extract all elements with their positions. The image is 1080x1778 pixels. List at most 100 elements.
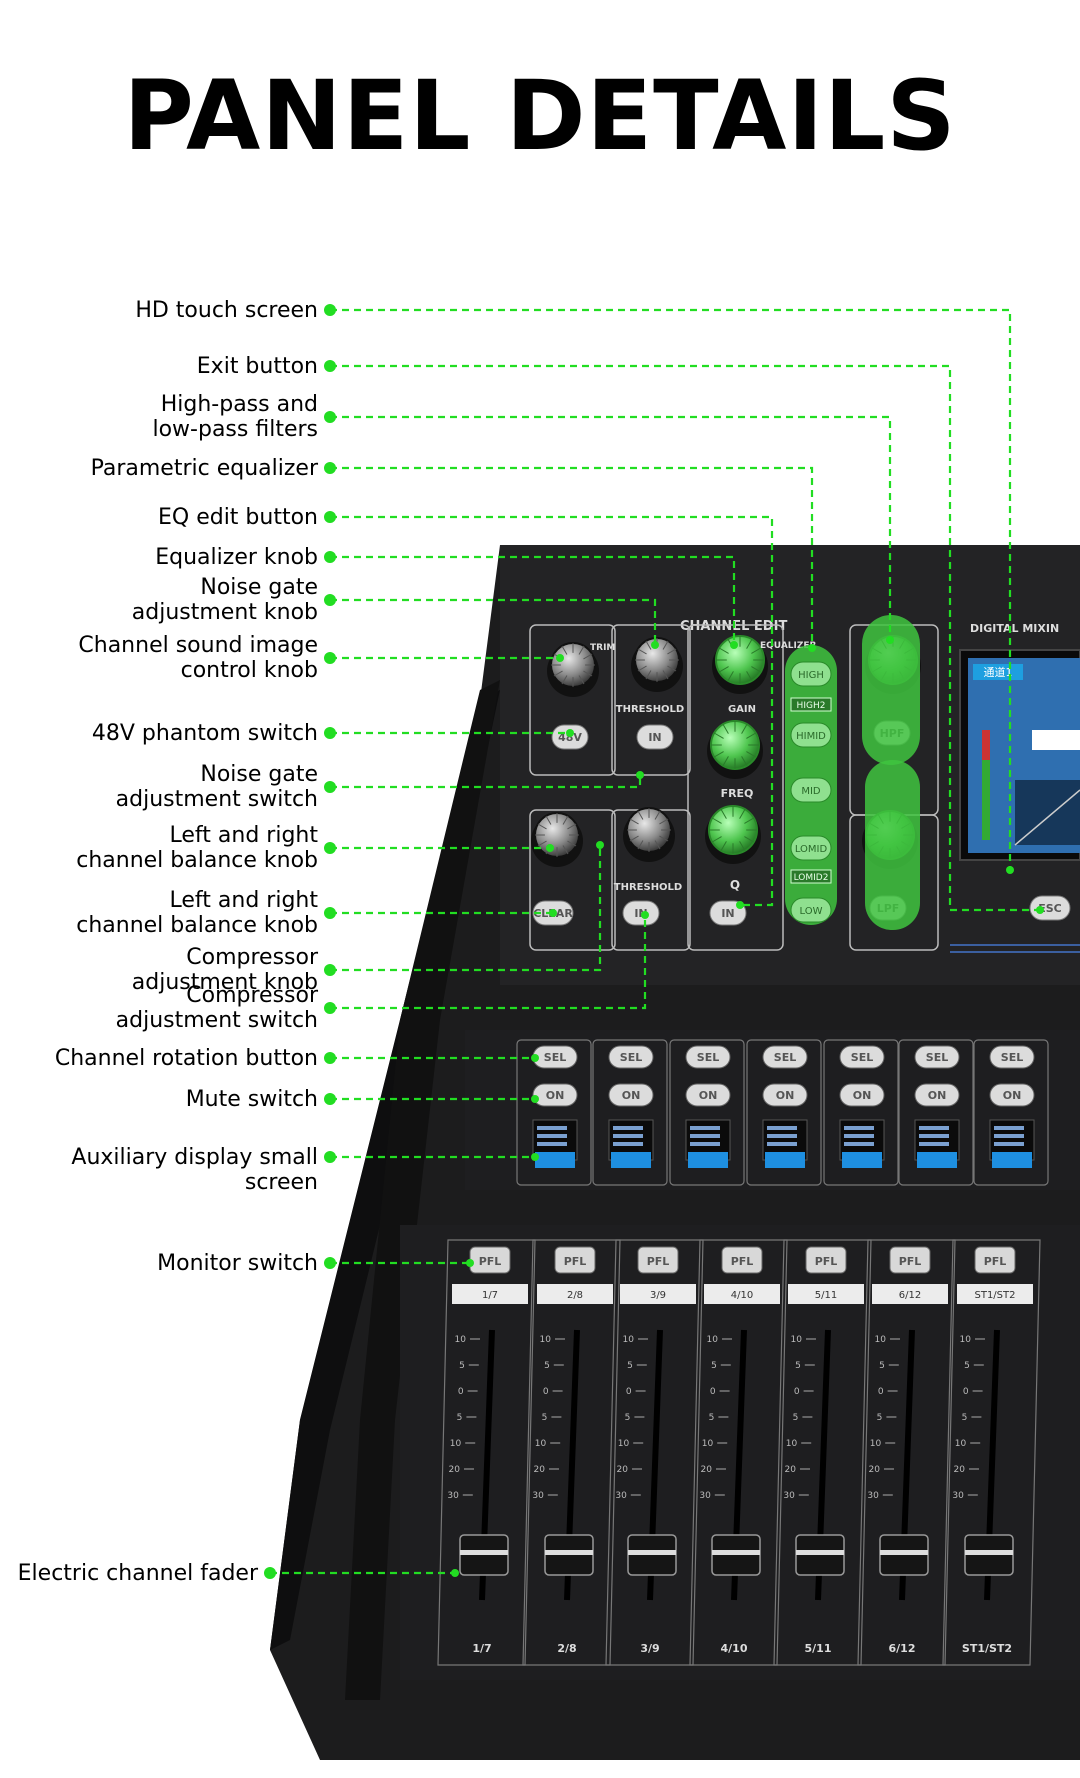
gate-threshold-knob[interactable] <box>631 637 683 692</box>
pfl-button[interactable]: PFL <box>637 1246 679 1274</box>
mute-on-button[interactable]: ON <box>839 1083 885 1107</box>
pfl-button[interactable]: PFL <box>805 1246 847 1274</box>
fader-scale-tick: 0 <box>543 1387 549 1397</box>
channel-name-top: 5/11 <box>815 1290 837 1301</box>
channel-strip: SEL ON <box>746 1039 822 1186</box>
aux-display <box>989 1119 1035 1168</box>
mute-on-button[interactable]: ON <box>685 1083 731 1107</box>
fader-scale-tick: 10 <box>707 1335 719 1345</box>
fader-scale-tick: 30 <box>952 1491 964 1501</box>
callout-label-line: Mute switch <box>185 1086 318 1112</box>
channel-name-bottom: ST1/ST2 <box>962 1642 1012 1655</box>
sel-button[interactable]: SEL <box>685 1045 731 1069</box>
callout-dot <box>324 360 336 372</box>
pan-knob[interactable] <box>531 812 583 867</box>
callout-label-line: Noise gate <box>200 575 318 600</box>
callout-line <box>330 364 1040 912</box>
sel-button[interactable]: SEL <box>839 1045 885 1069</box>
pfl-button[interactable]: PFL <box>554 1246 596 1274</box>
threshold-label: THRESHOLD <box>616 704 684 715</box>
fader-handle[interactable] <box>459 1534 509 1576</box>
fader-scale-tick: 10 <box>702 1439 714 1449</box>
on-label: ON <box>776 1089 795 1102</box>
mute-on-button[interactable]: ON <box>989 1083 1035 1107</box>
fader-handle[interactable] <box>711 1534 761 1576</box>
gate-in-button[interactable]: IN <box>636 724 674 750</box>
sel-button[interactable]: SEL <box>532 1045 578 1069</box>
eq-band-label: LOMID <box>795 844 828 855</box>
callout-target-dot <box>641 911 649 919</box>
eq-band-low[interactable]: LOW <box>790 897 832 923</box>
compressor-threshold-knob[interactable] <box>623 807 675 862</box>
callout-target-dot <box>531 1153 539 1161</box>
callout-target-dot <box>1036 906 1044 914</box>
pfl-button[interactable]: PFL <box>721 1246 763 1274</box>
channel-name-top: 2/8 <box>567 1290 583 1301</box>
eq-band-high2[interactable]: HIGH2 <box>790 697 832 712</box>
eq-band-label: HIMID <box>796 731 826 742</box>
fader-scale-tick: 5 <box>544 1361 550 1371</box>
callout-line <box>330 845 602 972</box>
eq-band-himid[interactable]: HIMID <box>790 722 832 748</box>
eq-q-knob[interactable] <box>705 805 761 864</box>
pfl-button[interactable]: PFL <box>469 1246 511 1274</box>
on-label: ON <box>853 1089 872 1102</box>
eq-band-lomid[interactable]: LOMID <box>790 835 832 861</box>
callout-dot <box>324 1257 336 1269</box>
sel-button[interactable]: SEL <box>989 1045 1035 1069</box>
pfl-label: PFL <box>564 1255 587 1268</box>
callout-dot <box>324 842 336 854</box>
channel-strip: SEL ON <box>823 1039 899 1186</box>
mute-on-button[interactable]: ON <box>532 1083 578 1107</box>
callout-label-line: Compressor <box>186 983 318 1008</box>
compressor-in-button[interactable]: IN <box>622 900 660 926</box>
trim-label: TRIM <box>590 643 615 653</box>
callout-target-dot <box>1006 866 1014 874</box>
channel-name-top: 6/12 <box>899 1290 921 1301</box>
eq-band-high[interactable]: HIGH <box>790 661 832 687</box>
esc-button[interactable]: ESC <box>1029 895 1071 921</box>
fader-handle[interactable] <box>795 1534 845 1576</box>
pfl-button[interactable]: PFL <box>974 1246 1016 1274</box>
callout-dot <box>324 462 336 474</box>
fader-handle[interactable] <box>627 1534 677 1576</box>
pfl-button[interactable]: PFL <box>889 1246 931 1274</box>
callout-target-dot <box>886 636 894 644</box>
callout-label-line: 48V phantom switch <box>91 720 318 746</box>
pfl-label: PFL <box>647 1255 670 1268</box>
hd-touch-screen[interactable]: 通道1 <box>959 649 1080 861</box>
eq-freq-knob[interactable] <box>707 720 763 779</box>
eq-gain-knob[interactable] <box>712 635 768 694</box>
channel-strip: SEL ON <box>669 1039 745 1186</box>
fader-handle[interactable] <box>544 1534 594 1576</box>
callout-line <box>330 466 814 648</box>
callout-dot <box>324 1093 336 1105</box>
callout-line <box>330 555 736 645</box>
channel-name-bottom: 1/7 <box>472 1642 491 1655</box>
eq-band-lomid2[interactable]: LOMID2 <box>790 869 832 884</box>
fader-scale-tick: 30 <box>783 1491 795 1501</box>
fader-handle[interactable] <box>879 1534 929 1576</box>
callout-label-line: Equalizer knob <box>155 544 318 570</box>
callout-label-line: Electric channel fader <box>17 1560 258 1586</box>
callout-dot <box>324 781 336 793</box>
eq-band-label: LOMID2 <box>794 873 829 883</box>
sel-button[interactable]: SEL <box>762 1045 808 1069</box>
mute-on-button[interactable]: ON <box>914 1083 960 1107</box>
eq-band-mid[interactable]: MID <box>790 777 832 803</box>
channel-strip: SEL ON <box>898 1039 974 1186</box>
sel-button[interactable]: SEL <box>608 1045 654 1069</box>
freq-label: FREQ <box>721 787 754 800</box>
callout-label-line: Left and right <box>169 888 318 913</box>
callout-label-line: Parametric equalizer <box>90 455 318 481</box>
sel-button[interactable]: SEL <box>914 1045 960 1069</box>
fader-scale-tick: 10 <box>455 1335 467 1345</box>
fader-handle[interactable] <box>964 1534 1014 1576</box>
mute-on-button[interactable]: ON <box>762 1083 808 1107</box>
lpf-strip <box>865 760 920 930</box>
mute-on-button[interactable]: ON <box>608 1083 654 1107</box>
pfl-label: PFL <box>479 1255 502 1268</box>
